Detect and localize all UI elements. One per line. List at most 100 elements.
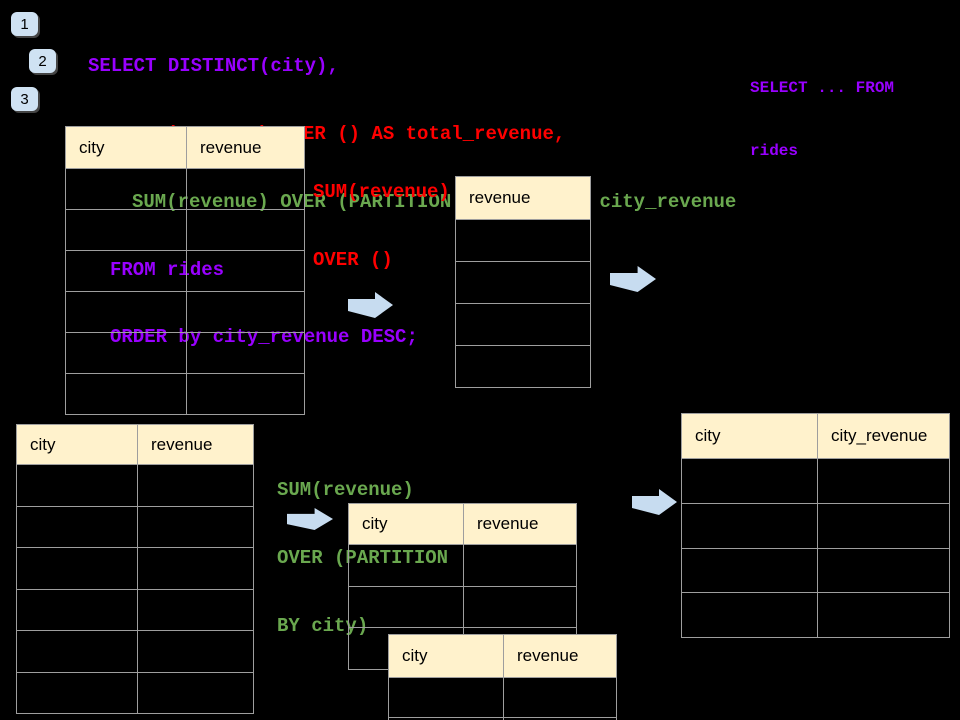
table-cell [186,210,304,250]
table-row [682,458,949,503]
table-cell [682,593,817,637]
annotation-sum-partition: SUM(revenue) OVER (PARTITION BY city) [277,434,448,683]
table-cell [503,678,616,717]
table-cell [66,292,186,332]
annotation-line: SUM(revenue) [277,479,414,502]
table-row [66,291,304,332]
column-header: city_revenue [817,414,949,458]
table-cell [186,333,304,373]
table-cell [456,262,590,303]
table-cell [137,465,253,506]
column-header: city [362,514,388,533]
sql-line-from: FROM rides [110,258,225,281]
side-note-line: SELECT ... FROM [750,79,895,97]
step-badge-1: 1 [11,12,38,36]
table-row [66,373,304,414]
table-cell [186,374,304,414]
table-cell [17,548,137,589]
side-note-select-from: SELECT ... FROM rides [750,36,894,204]
table-cell [456,220,590,261]
table-cell [349,545,463,586]
table-row [66,209,304,250]
step-badge-2: 2 [29,49,56,73]
table-cell [817,593,949,638]
table-row [17,588,253,630]
table-partition-group-back: city revenue [348,503,577,670]
table-row [66,168,304,209]
flow-arrow-right-icon [632,489,677,515]
table-header-row: city revenue [389,635,616,677]
table-cell [137,548,253,589]
table-cell [66,374,186,414]
table-header-row: city revenue [66,127,304,168]
table-row [389,717,616,720]
table-cell [186,251,304,291]
annotation-line: SUM(revenue) [313,181,450,204]
table-cell [463,545,576,586]
table-row [66,250,304,291]
table-row [17,464,253,506]
flow-arrow-right-icon [610,266,656,292]
sql-line-select: SELECT DISTINCT(city), [88,55,339,78]
annotation-sum-over: SUM(revenue) OVER () [313,136,450,317]
column-header: revenue [503,635,616,677]
table-row [349,544,576,586]
column-header: revenue [463,504,576,544]
column-header: city [402,646,428,665]
table-header-row: city revenue [349,504,576,544]
table-cell [682,549,817,593]
table-row [456,345,590,387]
table-partition-group-front: city revenue [388,634,617,720]
table-row [17,671,253,714]
table-cell [682,459,817,503]
table-cell [186,292,304,332]
table-cell [503,718,616,720]
annotation-line: BY city) [277,614,369,637]
sql-line-order: ORDER by city_revenue DESC; [110,326,418,349]
table-row [456,303,590,345]
table-row [456,219,590,261]
table-cell [17,507,137,548]
table-cell [817,459,949,503]
flow-arrow-right-icon [348,292,393,318]
table-cell [17,465,137,506]
table-row [682,547,949,593]
table-cell [137,506,253,547]
table-cell [389,678,503,717]
table-cell [137,672,253,713]
table-row [389,677,616,717]
table-cell [817,548,949,593]
table-cell [463,586,576,627]
flow-arrow-right-icon [287,508,333,530]
table-cell [66,210,186,250]
column-header: revenue [137,425,253,464]
table-cell [682,504,817,548]
table-cell [456,304,590,345]
table-row [17,505,253,548]
table-cell [66,333,186,373]
table-cell [66,251,186,291]
table-total-revenue-result: revenue [455,176,591,388]
table-cell [456,346,590,387]
table-cell [137,589,253,630]
table-header-row: revenue [456,177,590,219]
side-note-line: rides [750,142,799,160]
annotation-line: OVER () [313,248,393,271]
column-header: revenue [469,188,531,207]
table-row [682,592,949,638]
step-badge-3: 3 [11,87,38,111]
table-row [682,502,949,548]
table-cell [186,169,304,209]
table-cell [349,587,463,628]
table-source-top: city revenue [65,126,305,415]
table-cell [66,169,186,209]
table-row [17,630,253,672]
column-header: city [79,137,105,157]
column-header: revenue [186,127,304,168]
table-cell [17,673,137,714]
